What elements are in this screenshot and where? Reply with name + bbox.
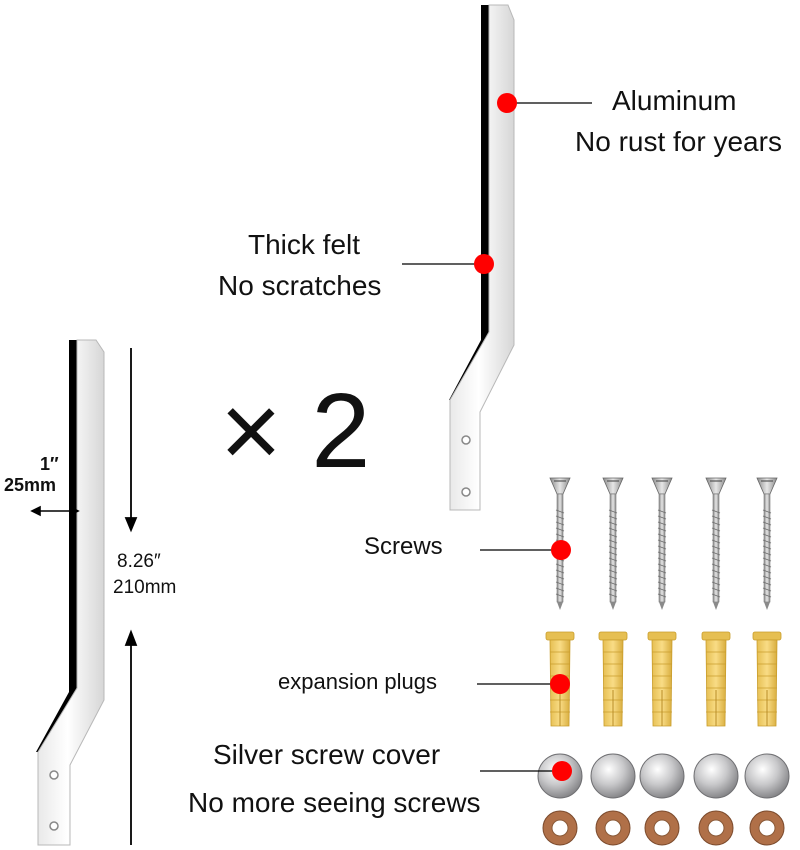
width-dimension-arrow: [30, 505, 80, 517]
expansion-plug: [598, 631, 628, 727]
cover-sublabel: No more seeing screws: [188, 787, 481, 818]
washer: [644, 810, 680, 846]
quantity-multiplier: × 2: [220, 372, 371, 490]
expansion-plugs: [545, 631, 782, 727]
mount-hole: [49, 821, 59, 831]
screws-label: Screws: [364, 533, 443, 560]
screw-cover: [639, 753, 685, 799]
screws-dot: [551, 540, 571, 560]
mount-hole: [461, 435, 471, 445]
washer: [542, 810, 578, 846]
washer: [595, 810, 631, 846]
washer: [749, 810, 785, 846]
cover-label: Silver screw cover: [213, 739, 441, 770]
screw: [705, 477, 727, 610]
height-dimension-arrow: [124, 348, 138, 845]
mount-hole: [49, 770, 59, 780]
washer: [698, 810, 734, 846]
expansion-plug: [701, 631, 731, 727]
aluminum-sublabel: No rust for years: [575, 126, 782, 157]
felt-strip-small: [36, 340, 77, 752]
expansion-plug: [647, 631, 677, 727]
hanger-bracket-large: [449, 4, 515, 511]
screw-cover: [744, 753, 790, 799]
width-inch-label: 1″: [40, 454, 59, 474]
cover-dot: [552, 761, 572, 781]
marker-dots: [474, 93, 572, 781]
width-mm-label: 25mm: [4, 475, 57, 495]
aluminum-dot: [497, 93, 517, 113]
hanger-bracket-small: [36, 339, 105, 846]
felt-dot: [474, 254, 494, 274]
screw: [756, 477, 778, 610]
screws: [549, 477, 778, 610]
height-mm-label: 210mm: [113, 577, 177, 598]
felt-sublabel: No scratches: [218, 270, 382, 301]
expansion-plug: [752, 631, 782, 727]
callout-lines: [402, 102, 592, 772]
aluminum-bar-large: [449, 4, 515, 511]
aluminum-bar-small: [37, 339, 105, 846]
aluminum-label: Aluminum: [612, 85, 737, 116]
plugs-label: expansion plugs: [278, 669, 438, 694]
plugs-dot: [550, 674, 570, 694]
felt-strip-large: [449, 5, 489, 400]
screw: [602, 477, 624, 610]
screw-cover: [590, 753, 636, 799]
felt-label: Thick felt: [248, 229, 361, 260]
washers: [542, 810, 785, 846]
screw-cover: [693, 753, 739, 799]
screw-covers: [537, 753, 790, 799]
screw: [651, 477, 673, 610]
height-inch-label: 8.26″: [117, 551, 161, 572]
mount-hole: [461, 487, 471, 497]
